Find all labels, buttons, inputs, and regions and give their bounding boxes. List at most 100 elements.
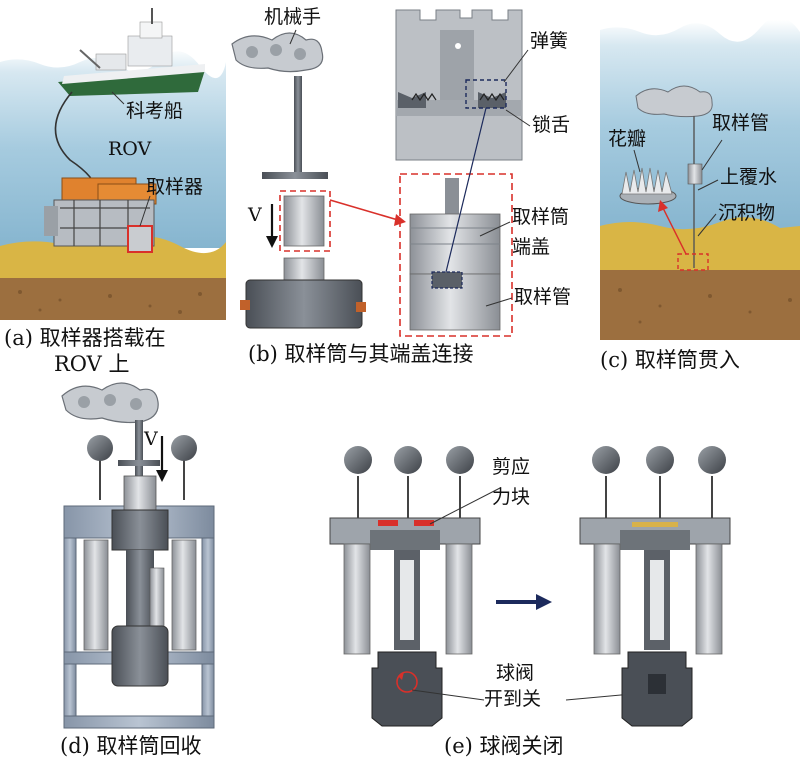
- float-ball-e4: [592, 446, 620, 474]
- label-research-ship: 科考船: [126, 100, 184, 122]
- caption-d: (d) 取样筒回收: [60, 734, 202, 758]
- sediment-layer: [0, 236, 226, 280]
- panel-a: [0, 8, 226, 320]
- label-velocity-d: V: [144, 428, 158, 450]
- sea-surface-c: [600, 16, 800, 42]
- detail-rod: [445, 178, 459, 214]
- transition-arrowhead: [536, 594, 552, 610]
- lock-detail: [395, 9, 523, 161]
- manipulator-leader-line: [289, 29, 297, 45]
- detail-connection-line: [445, 107, 487, 273]
- lock-slot: [431, 271, 463, 289]
- float-ball-e5: [646, 446, 674, 474]
- label-overlying-water: 上覆水: [720, 166, 778, 188]
- float-ball-right-d: [171, 435, 197, 461]
- petal-crown: [619, 167, 677, 205]
- end-cap-leader-line: [479, 221, 511, 237]
- cylinder-left-d: [83, 539, 109, 651]
- label-end-cap-line2: 端盖: [512, 236, 551, 258]
- base-flange: [245, 279, 363, 329]
- petals-leader-line: [633, 149, 641, 173]
- base-bolt-left: [240, 300, 250, 310]
- seabed-texture: [18, 290, 202, 314]
- zoom-arrow-c: [661, 205, 687, 255]
- tube-leader-line-c: [701, 139, 723, 171]
- label-sampler: 取样器: [146, 176, 204, 198]
- float-ball-e1: [344, 446, 372, 474]
- label-shear-block-line2: 力块: [492, 486, 531, 508]
- t-handle-d: [118, 460, 160, 466]
- float-ball-e2: [394, 446, 422, 474]
- frame-leg-left: [63, 537, 77, 729]
- research-ship: [58, 8, 205, 96]
- valve-leader-line: [411, 689, 485, 701]
- lift-rod-d: [135, 420, 143, 480]
- frame-leg-right: [201, 537, 215, 729]
- ship-leader-line: [111, 91, 125, 105]
- sea-surface: [0, 48, 226, 79]
- caption-b: (b) 取样筒与其端盖连接: [248, 342, 474, 366]
- label-spring: 弹簧: [530, 30, 569, 52]
- float-ball-e3: [446, 446, 474, 474]
- caption-a-line2: ROV 上: [54, 352, 130, 376]
- sampler-tube-c: [687, 163, 703, 185]
- sediment-leader-line-c: [697, 213, 717, 237]
- label-sampling-tube-c: 取样管: [712, 112, 770, 134]
- shear-leader-line: [429, 487, 501, 525]
- panel-b: [231, 9, 531, 337]
- detail-box-large: [399, 173, 513, 337]
- label-ball-valve-line1: 球阀: [496, 662, 535, 684]
- float-ball-left-d: [87, 435, 113, 461]
- assembly-closed: [579, 446, 731, 727]
- caption-a-line1: (a) 取样器搭载在: [4, 326, 166, 350]
- assembly-open: [329, 446, 481, 727]
- lift-rod: [294, 76, 302, 176]
- shear-block-closed: [632, 522, 678, 527]
- tube-leader-line: [485, 297, 513, 307]
- label-lock-tongue: 锁舌: [532, 114, 571, 136]
- shear-block-open-left: [378, 520, 398, 526]
- water-leader-line-c: [697, 179, 719, 191]
- panel-e: [329, 446, 731, 727]
- label-sediment: 沉积物: [718, 202, 776, 224]
- manipulator-arm: [231, 32, 324, 73]
- cylinder-right-d: [171, 539, 197, 651]
- label-petals: 花瓣: [608, 128, 647, 150]
- seabed-texture-c: [618, 288, 792, 324]
- label-end-cap-line1: 取样筒: [512, 206, 570, 228]
- label-sampling-tube-b: 取样管: [514, 286, 572, 308]
- main-body-d: [111, 509, 169, 551]
- sampling-tube-d: [123, 475, 157, 517]
- velocity-arrowhead: [266, 236, 278, 248]
- lock-tongue-leader-line: [505, 109, 531, 127]
- sediment-layer-c: [600, 217, 800, 272]
- penetration-box-c: [677, 253, 709, 271]
- zoom-arrow: [329, 199, 399, 221]
- label-rov: ROV: [108, 138, 152, 160]
- ball-valve-d: [111, 625, 169, 687]
- zoom-arrowhead-c: [658, 200, 668, 212]
- label-velocity-b: V: [248, 204, 262, 226]
- t-handle: [262, 172, 328, 179]
- frame-bottom: [63, 715, 215, 729]
- shear-block-open-right: [414, 520, 434, 526]
- caption-c: (c) 取样筒贯入: [600, 348, 740, 372]
- spring-leader-line: [503, 49, 529, 83]
- label-ball-valve-line2: 开到关: [484, 688, 542, 710]
- sampler-leader-line: [139, 195, 151, 227]
- detail-box-small: [279, 190, 331, 252]
- label-shear-block-line1: 剪应: [492, 456, 531, 478]
- manipulator-arm-d: [61, 382, 159, 424]
- label-manipulator: 机械手: [264, 6, 322, 28]
- velocity-arrowhead-d: [156, 470, 168, 482]
- seabed-layer: [0, 278, 226, 320]
- seabed-layer-c: [600, 270, 800, 340]
- sampler-highlight-box: [127, 225, 153, 253]
- panel-d: [61, 382, 215, 729]
- manipulator-arm-c: [635, 85, 713, 118]
- base-bolt-right: [356, 302, 366, 312]
- caption-e: (e) 球阀关闭: [444, 734, 564, 758]
- end-cap-part: [283, 195, 325, 247]
- float-ball-e6: [698, 446, 726, 474]
